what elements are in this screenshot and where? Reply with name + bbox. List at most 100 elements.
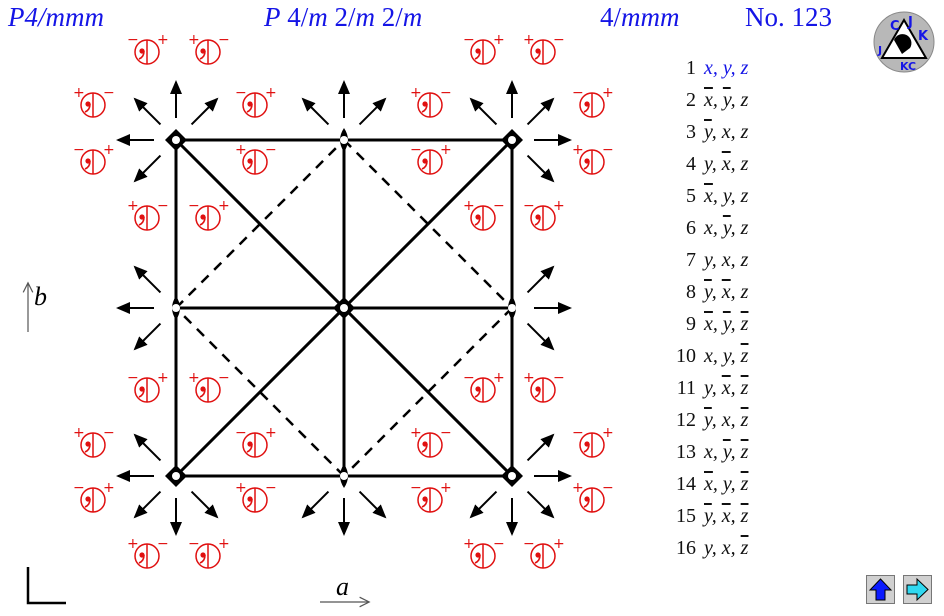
svg-text:−: −: [73, 142, 85, 158]
twofold-arrow-icon: [526, 154, 555, 183]
svg-text:+: +: [440, 480, 452, 496]
general-position-symbol: −+: [572, 85, 614, 118]
general-position-symbol: −+: [127, 32, 169, 65]
jkc-logo: C J K J KC: [873, 11, 935, 73]
next-button[interactable]: [903, 575, 932, 604]
svg-text:−: −: [265, 142, 277, 158]
general-position-symbol: +−: [127, 198, 169, 231]
general-position-symbol: +−: [235, 142, 277, 175]
general-position-symbol: −+: [410, 480, 452, 513]
svg-text:J: J: [907, 15, 913, 30]
svg-text:−: −: [218, 370, 230, 386]
general-position-symbol: −+: [410, 142, 452, 175]
fourfold-axis-icon: [333, 297, 355, 319]
twofold-axis-icon: [508, 296, 516, 320]
svg-text:+: +: [127, 536, 139, 552]
general-position-symbol: +−: [410, 85, 452, 118]
svg-text:−: −: [188, 536, 200, 552]
svg-text:−: −: [463, 32, 475, 48]
svg-text:−: −: [523, 198, 535, 214]
general-position-symbol: +−: [73, 425, 115, 458]
svg-text:−: −: [103, 425, 115, 441]
svg-text:−: −: [440, 85, 452, 101]
twofold-arrow-icon: [526, 322, 555, 351]
svg-text:+: +: [410, 85, 422, 101]
b-axis-label: b: [34, 282, 47, 311]
svg-text:−: −: [157, 536, 169, 552]
svg-text:+: +: [73, 425, 85, 441]
svg-text:−: −: [523, 536, 535, 552]
short-symbol: P4/mmm: [8, 2, 104, 32]
svg-text:K: K: [918, 29, 929, 44]
svg-text:−: −: [572, 425, 584, 441]
general-position-symbol: +−: [188, 370, 230, 403]
rotation-axes: [165, 128, 523, 488]
general-position-symbol: −+: [572, 425, 614, 458]
svg-text:−: −: [235, 425, 247, 441]
svg-text:+: +: [265, 85, 277, 101]
twofold-arrow-icon: [190, 490, 219, 519]
svg-text:+: +: [523, 370, 535, 386]
twofold-arrow-icon: [133, 154, 162, 183]
svg-text:+: +: [188, 370, 200, 386]
svg-text:−: −: [602, 142, 614, 158]
fourfold-axis-icon: [165, 465, 187, 487]
svg-text:−: −: [127, 32, 139, 48]
general-position-symbol: −+: [523, 536, 565, 569]
svg-text:+: +: [553, 198, 565, 214]
svg-text:J: J: [877, 44, 882, 57]
svg-text:+: +: [572, 480, 584, 496]
svg-text:+: +: [553, 536, 565, 552]
general-position-symbol: −+: [235, 425, 277, 458]
svg-text:−: −: [493, 536, 505, 552]
twofold-arrow-icon: [133, 490, 162, 519]
fourfold-axis-icon: [501, 129, 523, 151]
twofold-arrow-icon: [133, 433, 162, 462]
svg-text:−: −: [493, 198, 505, 214]
up-button[interactable]: [866, 575, 895, 604]
twofold-arrow-icon: [526, 265, 555, 294]
svg-text:+: +: [493, 32, 505, 48]
twofold-arrow-icon: [301, 97, 330, 126]
twofold-arrow-icon: [526, 490, 555, 519]
twofold-arrow-icon: [358, 490, 387, 519]
svg-text:+: +: [572, 142, 584, 158]
twofold-arrow-icon: [133, 265, 162, 294]
up-arrow-icon: [868, 578, 893, 601]
two-fold-axis-arrows: [116, 80, 572, 536]
svg-text:+: +: [235, 480, 247, 496]
twofold-axis-icon: [340, 464, 348, 488]
svg-text:−: −: [553, 370, 565, 386]
twofold-arrow-icon: [526, 433, 555, 462]
svg-text:+: +: [463, 536, 475, 552]
general-position-symbol: +−: [523, 32, 565, 65]
general-position-symbol: −+: [463, 32, 505, 65]
general-position-symbol: +−: [572, 142, 614, 175]
svg-text:+: +: [440, 142, 452, 158]
twofold-arrow-icon: [358, 97, 387, 126]
twofold-arrow-icon: [469, 97, 498, 126]
general-position-symbol: −+: [235, 85, 277, 118]
svg-text:−: −: [265, 480, 277, 496]
general-position-symbol: −+: [73, 480, 115, 513]
svg-text:+: +: [235, 142, 247, 158]
general-position-symbol: −+: [188, 198, 230, 231]
svg-text:−: −: [188, 198, 200, 214]
svg-text:+: +: [410, 425, 422, 441]
general-position-symbol: +−: [188, 32, 230, 65]
general-position-symbol: +−: [463, 536, 505, 569]
general-position-symbol: −+: [463, 370, 505, 403]
svg-text:+: +: [493, 370, 505, 386]
space-group-number: No. 123: [745, 2, 832, 32]
